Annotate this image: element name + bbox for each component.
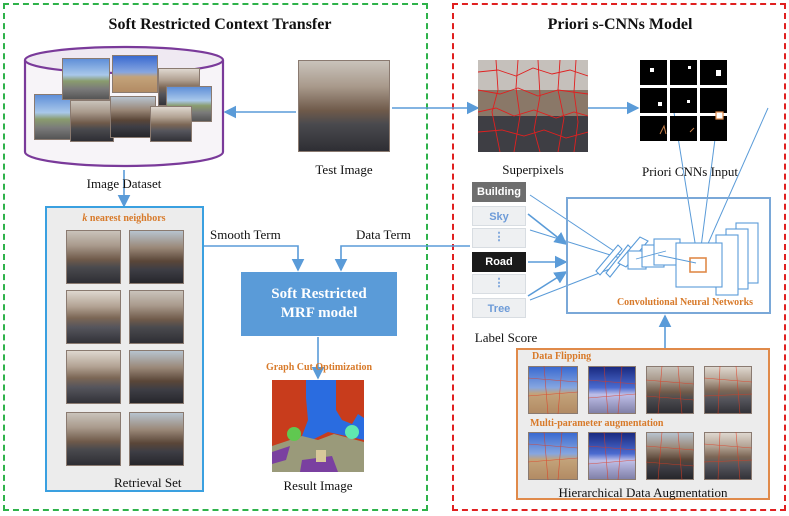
superpixel-overlay bbox=[528, 366, 752, 480]
augmented-image bbox=[588, 432, 636, 480]
result-image-label: Result Image bbox=[283, 478, 353, 493]
label-score-tree: Tree bbox=[472, 298, 526, 318]
left-panel-frame bbox=[3, 3, 428, 511]
label-score-sky: Sky bbox=[472, 206, 526, 226]
cnn-architecture-diagram bbox=[595, 222, 759, 296]
augmented-image bbox=[528, 432, 578, 480]
cnn-box bbox=[566, 197, 771, 314]
data-term-label: Data Term bbox=[356, 227, 411, 242]
priori-input-cell bbox=[700, 60, 727, 85]
mrf-line-1: Soft Restricted bbox=[271, 286, 367, 302]
priori-input-cell bbox=[670, 116, 697, 141]
label-score-caption: Label Score bbox=[474, 330, 538, 345]
retrieval-set-label: Retrieval Set bbox=[114, 475, 182, 490]
augmented-image bbox=[646, 432, 694, 480]
left-panel-title: Soft Restricted Context Transfer bbox=[108, 16, 332, 33]
data-flipping-label: Data Flipping bbox=[532, 351, 592, 362]
flip-image bbox=[704, 366, 752, 414]
graph-cut-label: Graph Cut Optimization bbox=[265, 362, 373, 373]
neighbor-image bbox=[129, 230, 184, 284]
knn-label: k nearest neighbors bbox=[82, 213, 166, 224]
dataset-photo bbox=[112, 55, 158, 93]
dataset-photo bbox=[34, 94, 76, 140]
superpixels-image bbox=[478, 60, 588, 152]
neighbor-image bbox=[129, 350, 184, 404]
priori-input-cell bbox=[640, 60, 667, 85]
smooth-term-label: Smooth Term bbox=[210, 227, 281, 242]
right-panel-frame bbox=[452, 3, 786, 511]
label-score-road: Road bbox=[472, 252, 526, 272]
superpixels-label: Superpixels bbox=[502, 162, 564, 177]
priori-input-cell bbox=[640, 88, 667, 113]
priori-input-marks bbox=[650, 66, 724, 135]
label-score-building: Building bbox=[472, 182, 526, 202]
priori-input-cell bbox=[670, 88, 697, 113]
image-dataset-label: Image Dataset bbox=[86, 176, 162, 191]
priori-input-label: Priori CNNs Input bbox=[641, 164, 739, 179]
flip-image bbox=[646, 366, 694, 414]
neighbor-image bbox=[66, 290, 121, 344]
cnn-label: Convolutional Neural Networks bbox=[616, 297, 754, 308]
dataset-photo bbox=[62, 58, 110, 100]
neighbor-image bbox=[66, 230, 121, 284]
priori-input-cell bbox=[700, 88, 727, 113]
dataset-photo bbox=[150, 106, 192, 142]
label-score-ellipsis: ⋮ bbox=[472, 274, 526, 294]
priori-input-cell bbox=[670, 60, 697, 85]
priori-input-cell bbox=[700, 116, 727, 141]
mrf-model-box: Soft Restricted MRF model bbox=[241, 272, 397, 336]
neighbor-image bbox=[66, 412, 121, 466]
right-panel-title: Priori s-CNNs Model bbox=[547, 16, 693, 33]
flip-image bbox=[528, 366, 578, 414]
label-score-ellipsis: ⋮ bbox=[472, 228, 526, 248]
multi-param-label: Multi-parameter augmentation bbox=[530, 418, 664, 429]
dataset-photo bbox=[70, 100, 114, 142]
test-image bbox=[298, 60, 390, 152]
neighbor-image bbox=[129, 290, 184, 344]
mrf-line-2: MRF model bbox=[280, 305, 358, 321]
augmented-image bbox=[704, 432, 752, 480]
result-image bbox=[272, 380, 364, 472]
neighbor-image bbox=[129, 412, 184, 466]
flip-image bbox=[588, 366, 636, 414]
test-image-label: Test Image bbox=[315, 162, 373, 177]
hierarchical-augmentation-label: Hierarchical Data Augmentation bbox=[558, 485, 728, 500]
neighbor-image bbox=[66, 350, 121, 404]
